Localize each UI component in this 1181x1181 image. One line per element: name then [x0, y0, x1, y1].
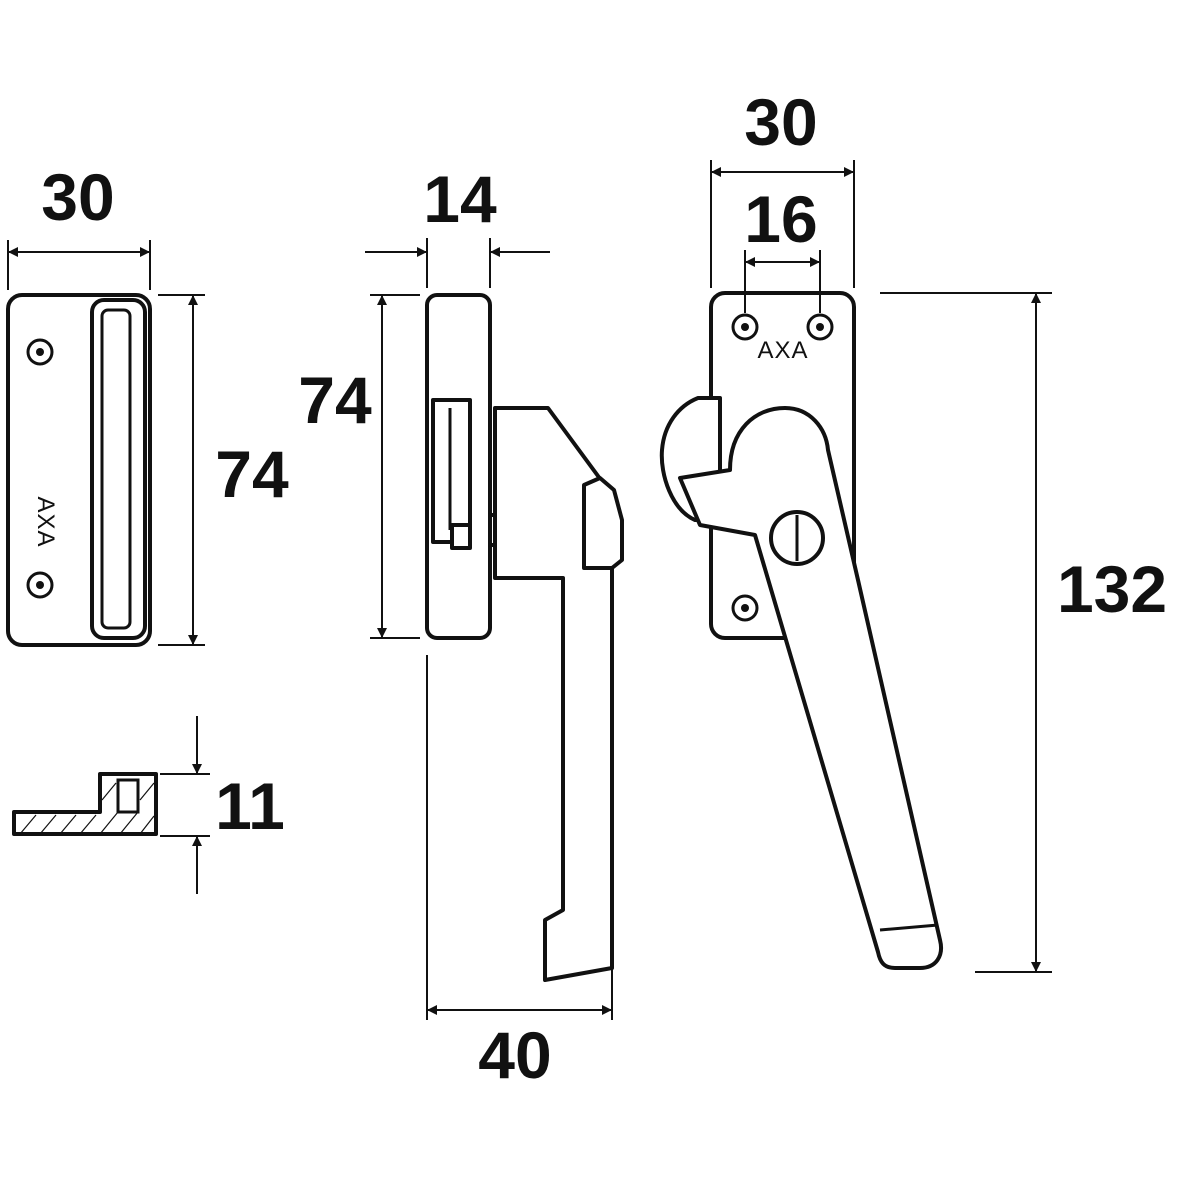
keeper-height-dimension: 74 [158, 294, 289, 646]
screw-hole-icon [731, 594, 759, 622]
handle-front-view: AXA [659, 291, 943, 970]
total-height-dimension: 132 [880, 292, 1167, 973]
screw-hole-icon [731, 313, 759, 341]
side-height-dimension: 74 [298, 294, 420, 639]
section-height-label: 11 [215, 769, 285, 843]
keeper-brand-label: AXA [32, 496, 59, 547]
screw-hole-icon [26, 571, 54, 599]
front-width-label: 30 [744, 85, 817, 159]
handle-brand-label: AXA [757, 337, 808, 364]
side-depth-dimension: 14 [365, 162, 550, 288]
handle-side-view [425, 293, 624, 982]
keeper-front-view: AXA [6, 293, 152, 647]
keeper-height-label: 74 [215, 437, 289, 511]
side-height-label: 74 [298, 363, 372, 437]
side-depth-label: 14 [423, 162, 497, 236]
screw-hole-icon [26, 338, 54, 366]
hole-spacing-dimension: 16 [744, 182, 821, 313]
keeper-width-dimension: 30 [7, 160, 151, 290]
total-height-label: 132 [1057, 552, 1167, 626]
keeper-section-view [12, 772, 158, 836]
screw-hole-icon [806, 313, 834, 341]
side-projection-label: 40 [478, 1018, 551, 1092]
hole-spacing-label: 16 [744, 182, 817, 256]
lock-cylinder-icon [769, 510, 825, 566]
keeper-width-label: 30 [41, 160, 114, 234]
side-projection-dimension: 40 [426, 655, 613, 1092]
section-height-dimension: 11 [160, 716, 285, 894]
front-width-dimension: 30 [710, 85, 855, 288]
